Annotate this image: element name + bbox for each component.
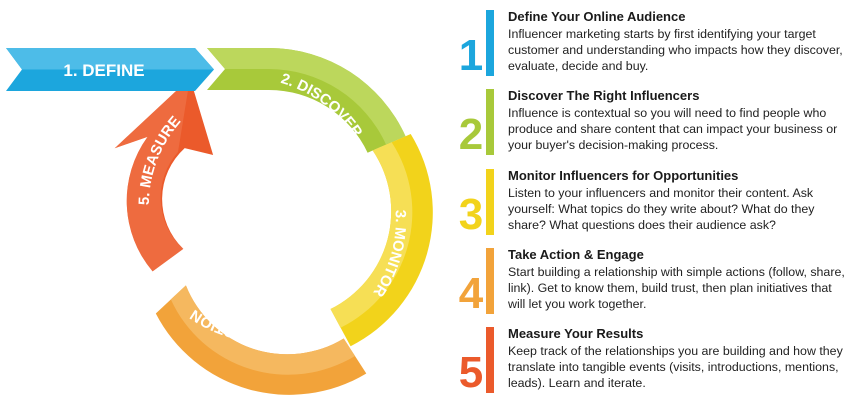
step-accent-bar xyxy=(486,327,494,393)
step-number: 1 xyxy=(458,31,484,80)
step-measure: 5 Measure Your Results Keep track of the… xyxy=(458,323,850,401)
step-description: Start building a relationship with simpl… xyxy=(508,265,845,311)
step-title: Discover The Right Influencers xyxy=(508,88,700,103)
step-description: Listen to your influencers and monitor t… xyxy=(508,186,815,232)
measure-segment xyxy=(114,78,214,272)
step-title: Define Your Online Audience xyxy=(508,9,686,24)
define-label: 1. DEFINE xyxy=(63,61,144,80)
step-accent-bar xyxy=(486,248,494,314)
step-accent-bar xyxy=(486,89,494,155)
monitor-segment xyxy=(330,134,433,347)
step-title: Monitor Influencers for Opportunities xyxy=(508,168,739,183)
step-title: Measure Your Results xyxy=(508,326,644,341)
step-accent-bar xyxy=(486,10,494,76)
step-number: 3 xyxy=(458,190,484,239)
step-number: 4 xyxy=(458,269,484,318)
step-monitor: 3 Monitor Influencers for Opportunities … xyxy=(458,165,850,243)
step-take-action: 4 Take Action & Engage Start building a … xyxy=(458,244,850,322)
step-description: Keep track of the relationships you are … xyxy=(508,344,843,390)
step-number: 2 xyxy=(458,110,484,159)
step-define: 1 Define Your Online Audience Influencer… xyxy=(458,6,850,84)
step-discover: 2 Discover The Right Influencers Influen… xyxy=(458,85,850,163)
step-accent-bar xyxy=(486,169,494,235)
steps-list: 1 Define Your Online Audience Influencer… xyxy=(458,0,850,403)
step-description: Influence is contextual so you will need… xyxy=(508,106,838,152)
step-description: Influencer marketing starts by first ide… xyxy=(508,27,843,73)
discover-segment xyxy=(207,47,406,153)
cycle-diagram: 1. DEFINE 2. DISCOVER 3. MONITOR 4. TAKE… xyxy=(6,47,433,395)
take-action-segment xyxy=(155,285,367,395)
define-banner xyxy=(6,48,214,91)
step-number: 5 xyxy=(458,348,484,397)
step-title: Take Action & Engage xyxy=(508,247,644,262)
